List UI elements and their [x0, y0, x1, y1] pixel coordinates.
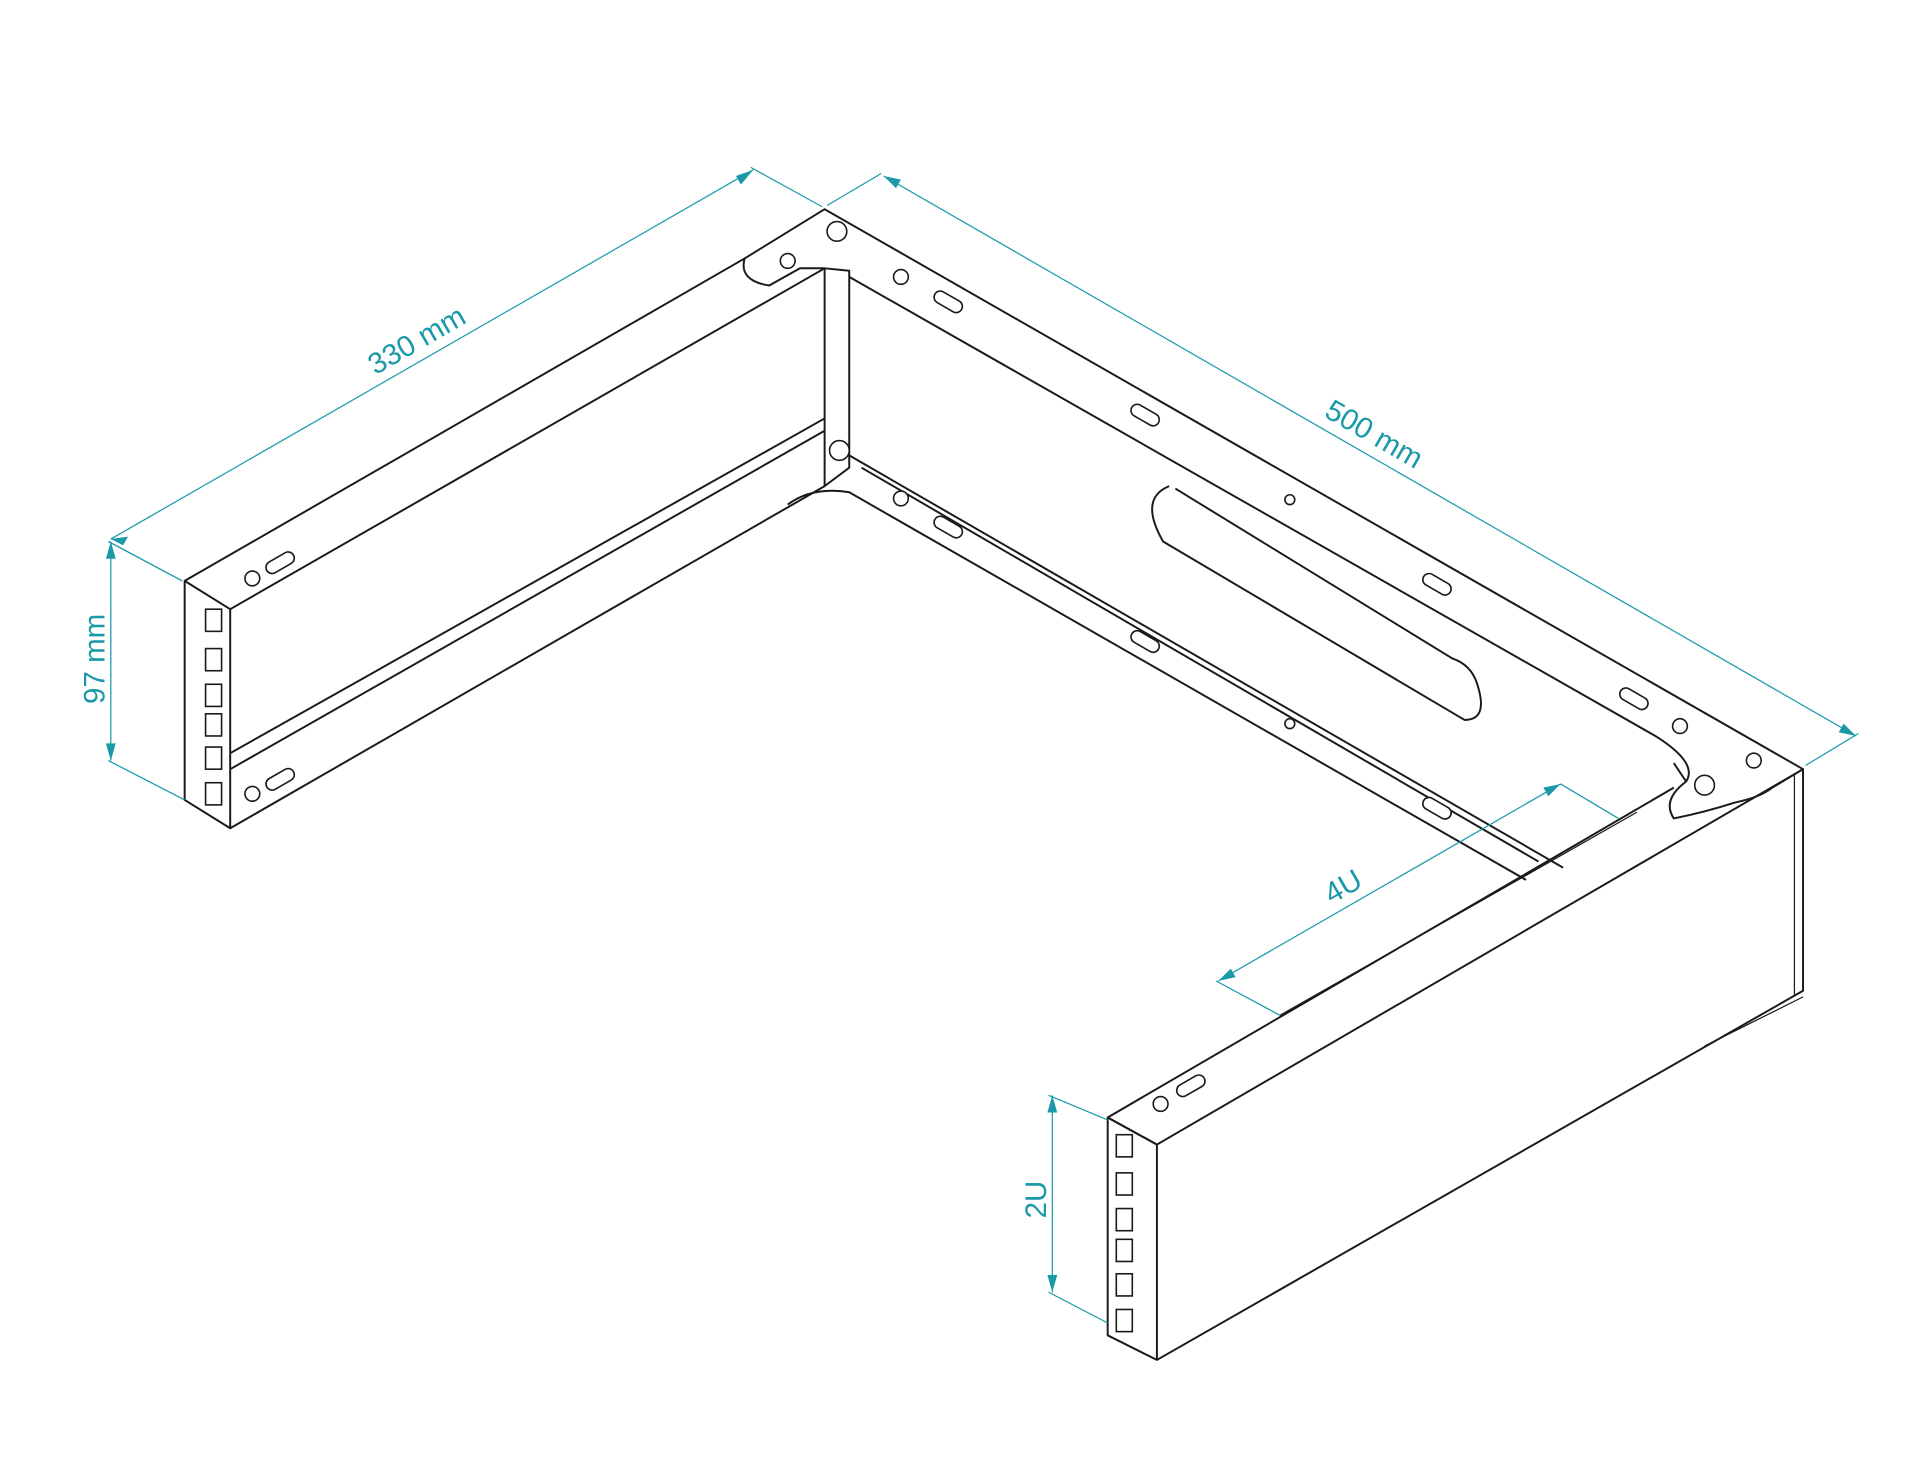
- frame-drawing: [183, 208, 1805, 1361]
- square-holes: [204, 608, 1134, 1333]
- height-label: 97 mm: [79, 614, 112, 704]
- depth-label: 330 mm: [362, 300, 471, 382]
- right-side-panel: [1156, 768, 1805, 1361]
- width-label: 500 mm: [1320, 393, 1429, 475]
- dimension-lines: [105, 166, 1859, 1324]
- rack-units-4u-label: 4U: [1319, 863, 1368, 910]
- right-front-post: [1106, 1116, 1158, 1361]
- rack-units-2u-label: 2U: [1020, 1181, 1053, 1219]
- mounting-holes: [244, 220, 1762, 1113]
